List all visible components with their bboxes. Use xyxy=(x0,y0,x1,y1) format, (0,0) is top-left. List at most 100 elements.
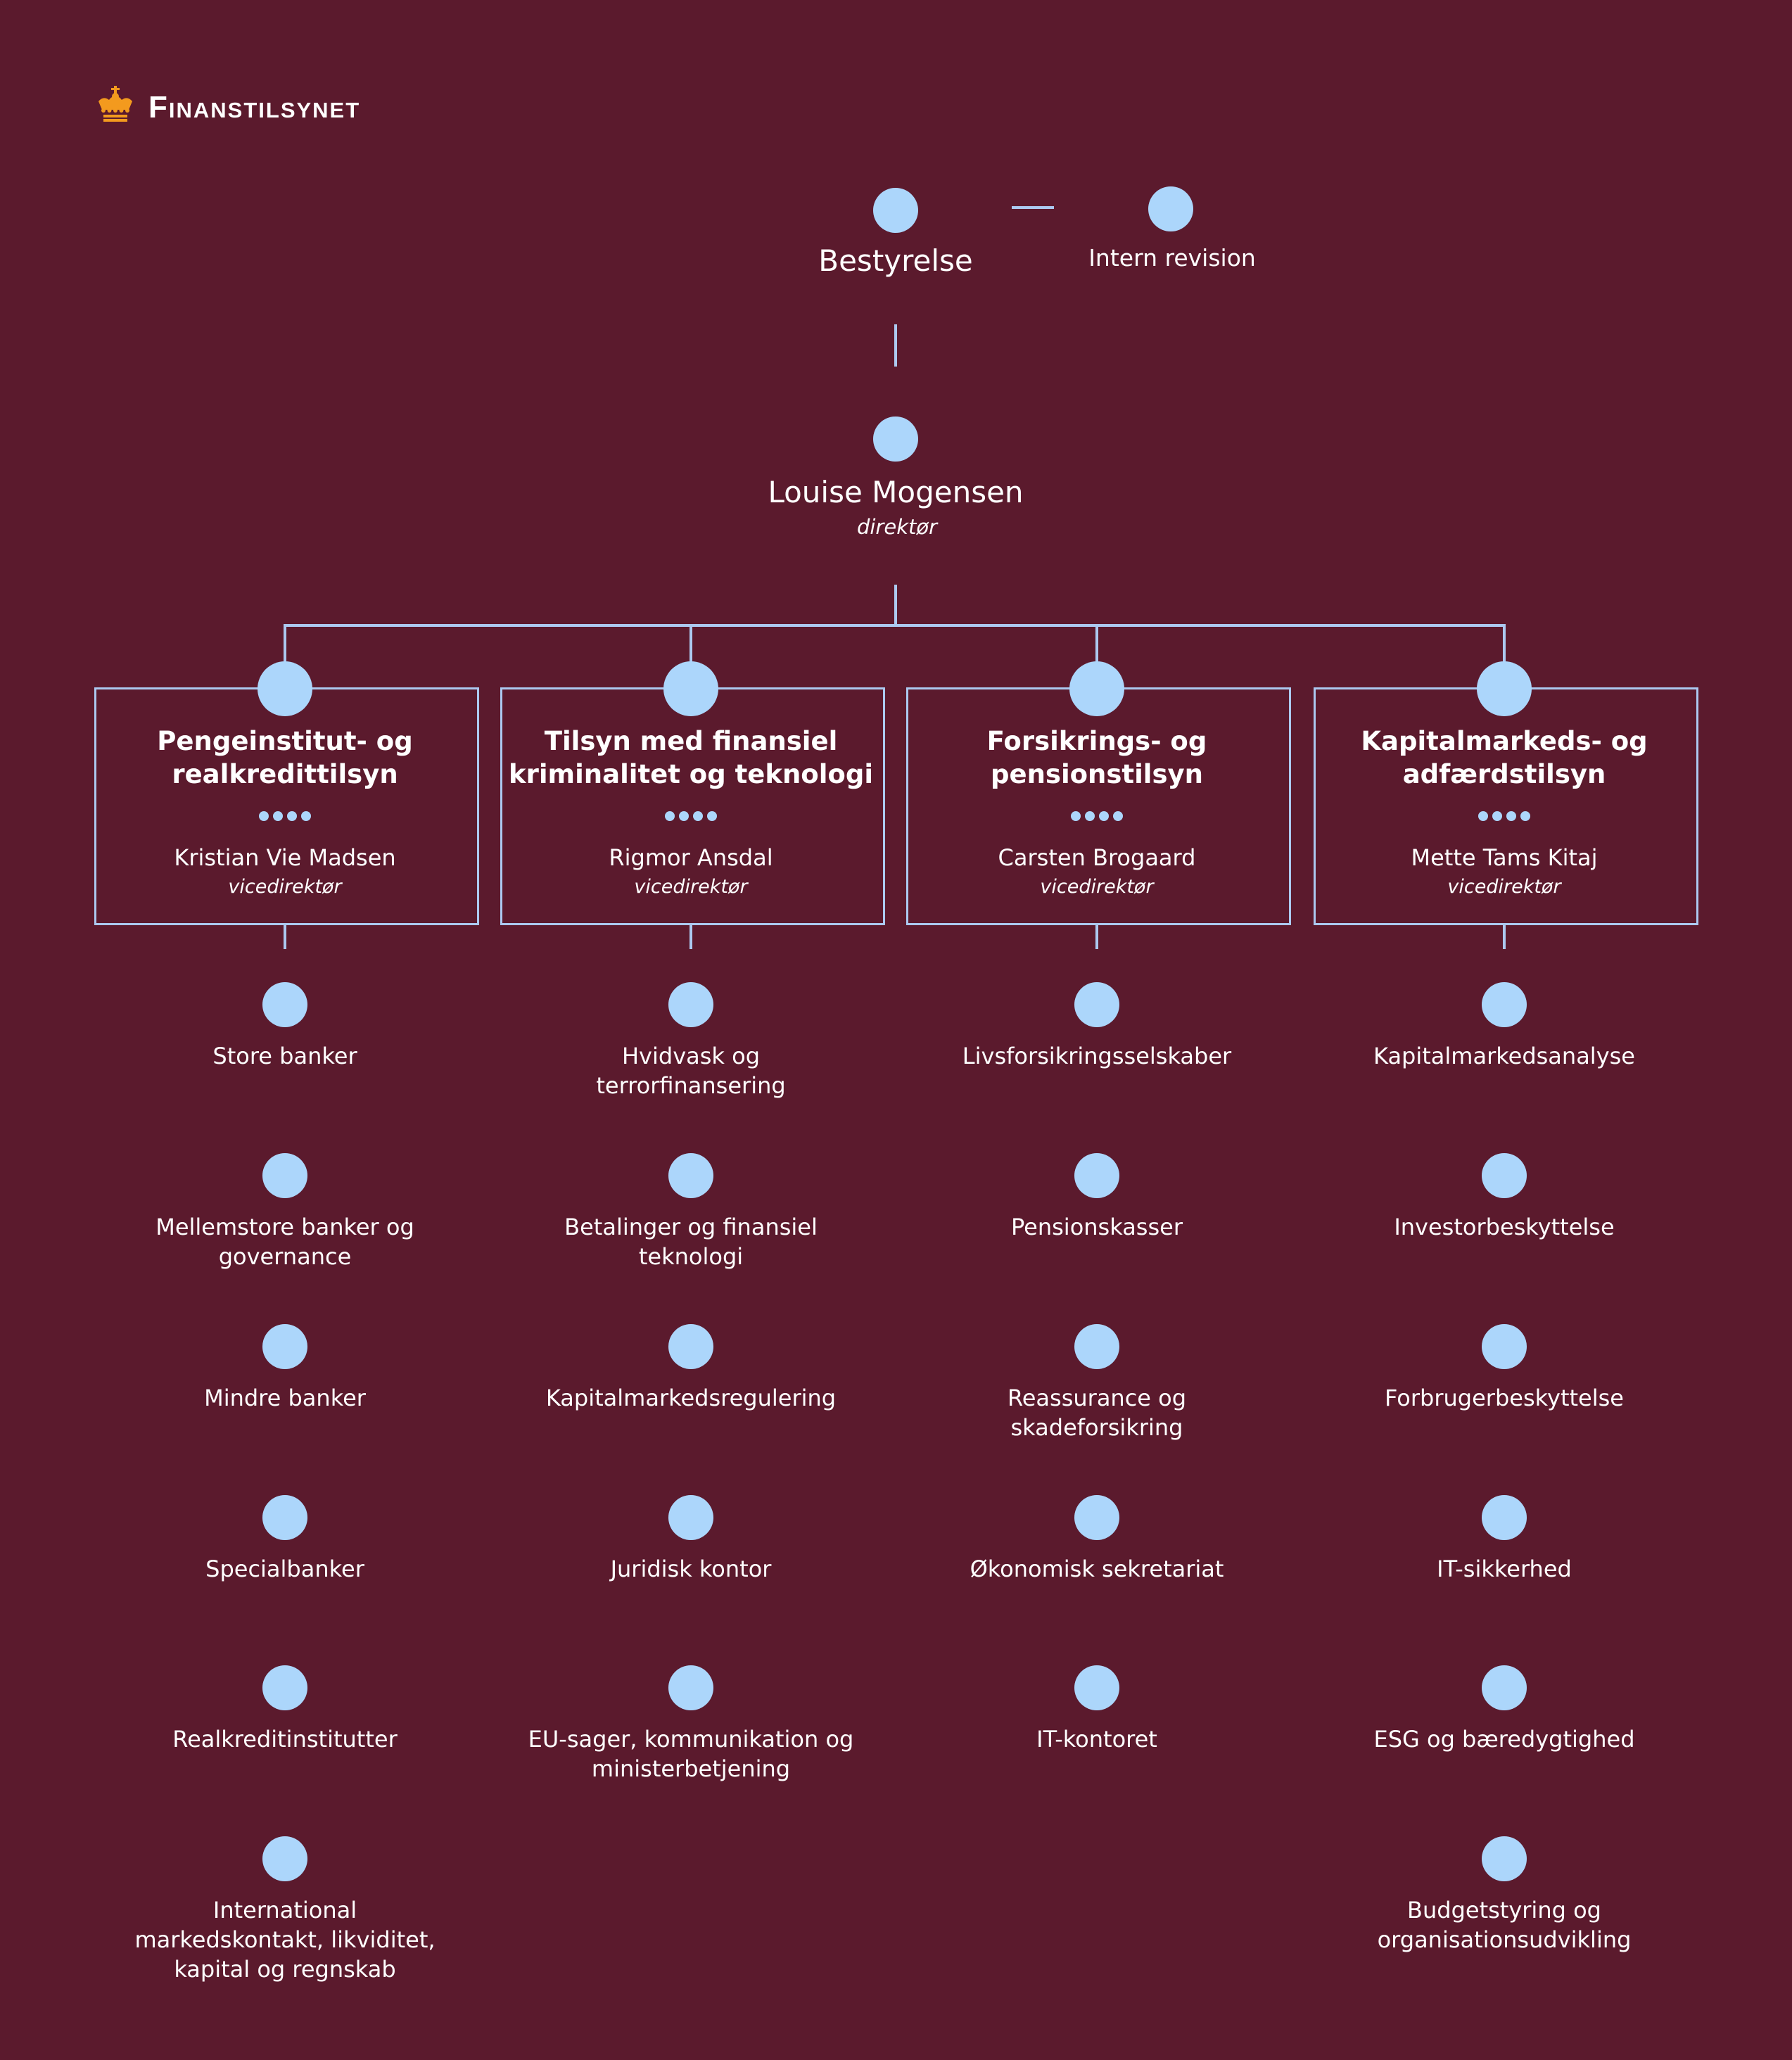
division-head-name: Carsten Brogaard xyxy=(998,844,1196,871)
unit-label: Betalinger og finansiel teknologi xyxy=(564,1214,818,1270)
division-units-connector xyxy=(284,924,286,949)
unit-node xyxy=(668,1495,713,1540)
unit-label: IT-sikkerhed xyxy=(1437,1556,1572,1582)
unit-node xyxy=(1074,1665,1119,1710)
division-connector xyxy=(1503,625,1506,668)
division-head-role: vicedirektør xyxy=(1040,876,1154,898)
unit-label: Reassurance og skadeforsikring xyxy=(1007,1385,1187,1441)
unit-node xyxy=(1482,982,1527,1027)
audit-node xyxy=(1148,186,1193,231)
director-name: Louise Mogensen xyxy=(768,475,1024,509)
unit-label: ESG og bæredygtighed xyxy=(1373,1726,1635,1753)
board-node xyxy=(873,188,918,233)
unit-label: Mellemstore banker og governance xyxy=(155,1214,414,1270)
unit-label: Realkreditinstitutter xyxy=(172,1726,398,1753)
dot xyxy=(287,811,297,821)
unit-node xyxy=(262,1153,307,1198)
unit-label: EU-sager, kommunikation og ministerbetje… xyxy=(528,1726,854,1782)
division-bus-line xyxy=(284,624,1506,627)
dot xyxy=(1478,811,1488,821)
dot xyxy=(273,811,283,821)
director-down-connector xyxy=(894,585,897,625)
unit-label: Økonomisk sekretariat xyxy=(970,1556,1224,1582)
dot xyxy=(1520,811,1530,821)
dot xyxy=(1492,811,1502,821)
unit-node xyxy=(1074,1324,1119,1369)
unit-node xyxy=(262,1836,307,1881)
dot xyxy=(679,811,689,821)
unit-label: IT-kontoret xyxy=(1036,1726,1157,1753)
unit-label: Specialbanker xyxy=(205,1556,364,1582)
unit-label: Mindre banker xyxy=(204,1385,366,1411)
board-audit-connector xyxy=(1012,206,1054,209)
division-title: Forsikrings- og pensionstilsyn xyxy=(986,726,1207,789)
separator-dots xyxy=(665,811,717,821)
division-head-name: Kristian Vie Madsen xyxy=(174,844,396,871)
unit-label: Pensionskasser xyxy=(1011,1214,1183,1240)
director-title: direktør xyxy=(856,515,938,539)
unit-node xyxy=(262,1324,307,1369)
director-node xyxy=(873,417,918,462)
unit-node xyxy=(1482,1495,1527,1540)
crown-icon xyxy=(99,86,132,122)
unit-node xyxy=(668,1153,713,1198)
dot xyxy=(1099,811,1109,821)
division-connector xyxy=(690,625,692,668)
unit-label: International markedskontakt, likviditet… xyxy=(134,1897,436,1983)
unit-node xyxy=(1074,1153,1119,1198)
unit-label: Kapitalmarkedsanalyse xyxy=(1373,1043,1635,1069)
unit-label: Store banker xyxy=(212,1043,357,1069)
unit-label: Juridisk kontor xyxy=(610,1556,772,1582)
division-head-name: Rigmor Ansdal xyxy=(609,844,773,871)
dot xyxy=(707,811,717,821)
board-label: Bestyrelse xyxy=(818,243,973,278)
division-title: Kapitalmarkeds- og adfærdstilsyn xyxy=(1361,726,1648,789)
division-node xyxy=(1069,661,1124,716)
dot xyxy=(665,811,675,821)
division-title: Tilsyn med finansiel kriminalitet og tek… xyxy=(509,726,873,789)
unit-node xyxy=(262,1495,307,1540)
dot xyxy=(259,811,269,821)
unit-node xyxy=(1482,1836,1527,1881)
separator-dots xyxy=(1071,811,1123,821)
unit-node xyxy=(1074,982,1119,1027)
unit-label: Forbrugerbeskyttelse xyxy=(1385,1385,1624,1411)
division-units-connector xyxy=(690,924,692,949)
unit-node xyxy=(668,982,713,1027)
audit-label: Intern revision xyxy=(1088,244,1256,272)
unit-node xyxy=(262,982,307,1027)
dot xyxy=(1071,811,1081,821)
board-director-connector xyxy=(894,324,897,367)
unit-node xyxy=(1482,1153,1527,1198)
dot xyxy=(693,811,703,821)
unit-node xyxy=(1482,1324,1527,1369)
unit-label: Investorbeskyttelse xyxy=(1394,1214,1615,1240)
division-units-connector xyxy=(1095,924,1098,949)
unit-node xyxy=(668,1665,713,1710)
division-node xyxy=(258,661,312,716)
dot xyxy=(1506,811,1516,821)
unit-node xyxy=(1482,1665,1527,1710)
division-head-role: vicedirektør xyxy=(228,876,342,898)
division-node xyxy=(663,661,718,716)
division-connector xyxy=(1095,625,1098,668)
unit-node xyxy=(262,1665,307,1710)
division-units-connector xyxy=(1503,924,1506,949)
division-head-name: Mette Tams Kitaj xyxy=(1411,844,1598,871)
division-head-role: vicedirektør xyxy=(1447,876,1561,898)
unit-label: Budgetstyring og organisationsudvikling xyxy=(1377,1897,1632,1953)
unit-label: Kapitalmarkedsregulering xyxy=(545,1385,837,1411)
unit-label: Livsforsikringsselskaber xyxy=(962,1043,1232,1069)
separator-dots xyxy=(1478,811,1530,821)
unit-label: Hvidvask og terrorfinansering xyxy=(596,1043,786,1099)
unit-node xyxy=(668,1324,713,1369)
dot xyxy=(1113,811,1123,821)
division-head-role: vicedirektør xyxy=(634,876,748,898)
division-connector xyxy=(284,625,286,668)
division-node xyxy=(1477,661,1532,716)
dot xyxy=(301,811,311,821)
separator-dots xyxy=(259,811,311,821)
logo-text: Finanstilsynet xyxy=(148,90,361,125)
dot xyxy=(1085,811,1095,821)
unit-node xyxy=(1074,1495,1119,1540)
